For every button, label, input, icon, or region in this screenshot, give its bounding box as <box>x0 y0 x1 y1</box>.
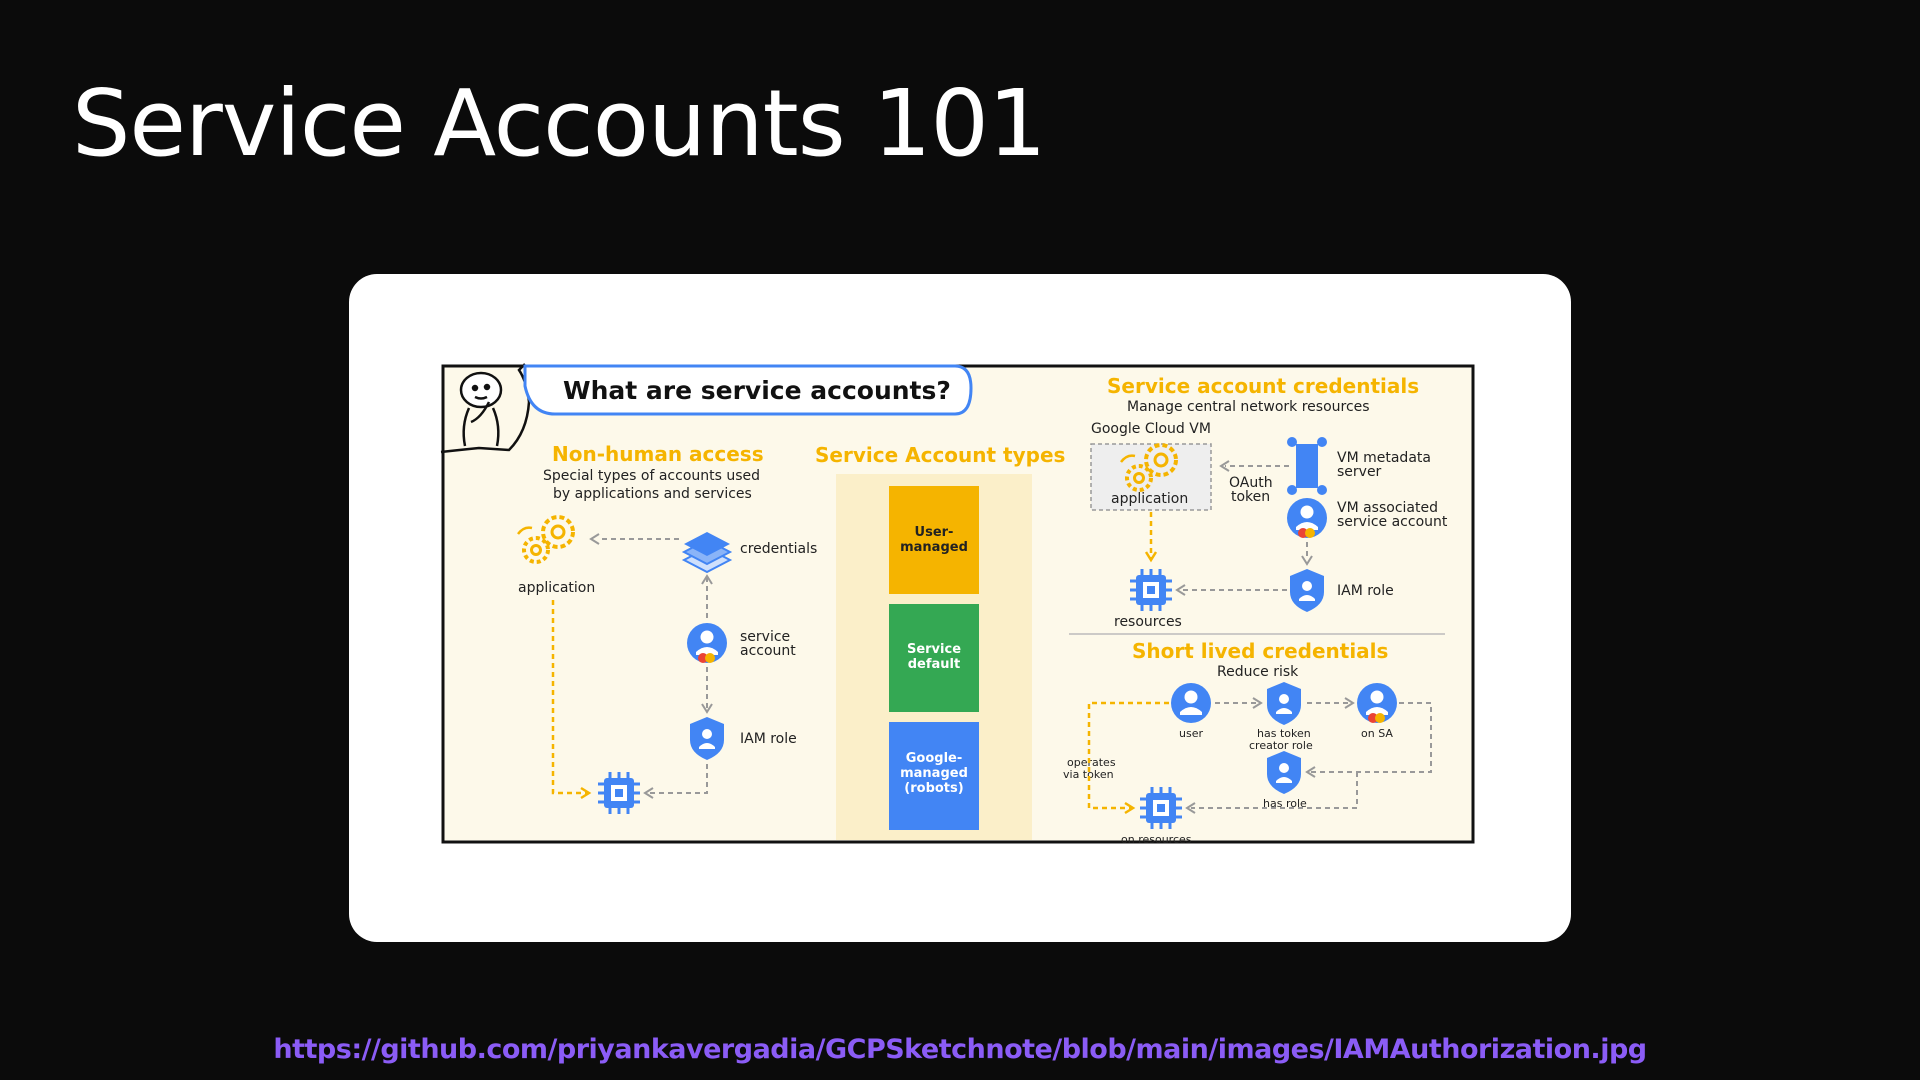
short-lived-sub: Reduce risk <box>1217 664 1299 680</box>
google-managed-line1: Google- <box>906 751 963 766</box>
metadata-server-line1: VM metadata <box>1337 450 1431 466</box>
types-heading: Service Account types <box>815 443 1065 467</box>
credentials-heading: Service account credentials <box>1107 374 1419 398</box>
google-managed-line2: managed <box>900 766 968 781</box>
resources-label: resources <box>1114 614 1182 630</box>
user-icon <box>1171 683 1211 723</box>
google-cloud-vm-label: Google Cloud VM <box>1091 421 1211 437</box>
application-label: application <box>518 580 595 596</box>
iam-role-label: IAM role <box>740 731 797 747</box>
user-managed-box <box>889 486 979 594</box>
google-managed-box <box>889 722 979 830</box>
image-card: What are service accounts? Non-human acc… <box>349 274 1571 942</box>
layers-icon <box>681 532 733 574</box>
question-bubble <box>523 364 973 416</box>
slide-title: Service Accounts 101 <box>72 70 1046 177</box>
user-managed-line1: User- <box>915 525 954 540</box>
question-text: What are service accounts? <box>563 376 951 405</box>
non-human-sub-line2: by applications and services <box>553 486 752 502</box>
service-account-label-line2: account <box>740 643 796 659</box>
service-default-box <box>889 604 979 712</box>
credentials-label: credentials <box>740 541 817 557</box>
oauth-token-line2: token <box>1231 489 1270 505</box>
operates-line1: operates <box>1067 756 1116 769</box>
on-sa-label: on SA <box>1361 727 1393 740</box>
service-default-line2: default <box>908 657 960 672</box>
vm-server-icon <box>1287 437 1327 495</box>
vm-associated-line2: service account <box>1337 514 1448 530</box>
vm-iam-role-label: IAM role <box>1337 583 1394 599</box>
user-managed-line2: managed <box>900 540 968 555</box>
token-creator-line1: has token <box>1257 727 1311 740</box>
user-label: user <box>1179 727 1203 740</box>
source-link[interactable]: https://github.com/priyankavergadia/GCPS… <box>273 1034 1647 1065</box>
service-account-label-line1: service <box>740 629 790 645</box>
non-human-sub-line1: Special types of accounts used <box>543 468 760 484</box>
metadata-server-line2: server <box>1337 464 1382 480</box>
credentials-sub: Manage central network resources <box>1127 399 1370 415</box>
service-accounts-sketchnote: What are service accounts? Non-human acc… <box>440 363 1475 844</box>
google-managed-line3: (robots) <box>904 781 963 796</box>
operates-line2: via token <box>1063 768 1114 781</box>
service-default-line1: Service <box>907 642 961 657</box>
vm-application-label: application <box>1111 491 1188 507</box>
oauth-token-line1: OAuth <box>1229 475 1273 491</box>
has-role-label: has role <box>1263 797 1307 810</box>
vm-associated-line1: VM associated <box>1337 500 1438 516</box>
short-lived-heading: Short lived credentials <box>1132 639 1388 663</box>
token-creator-line2: creator role <box>1249 739 1313 752</box>
non-human-heading: Non-human access <box>552 442 764 466</box>
on-resources-label: on resources <box>1121 833 1192 844</box>
